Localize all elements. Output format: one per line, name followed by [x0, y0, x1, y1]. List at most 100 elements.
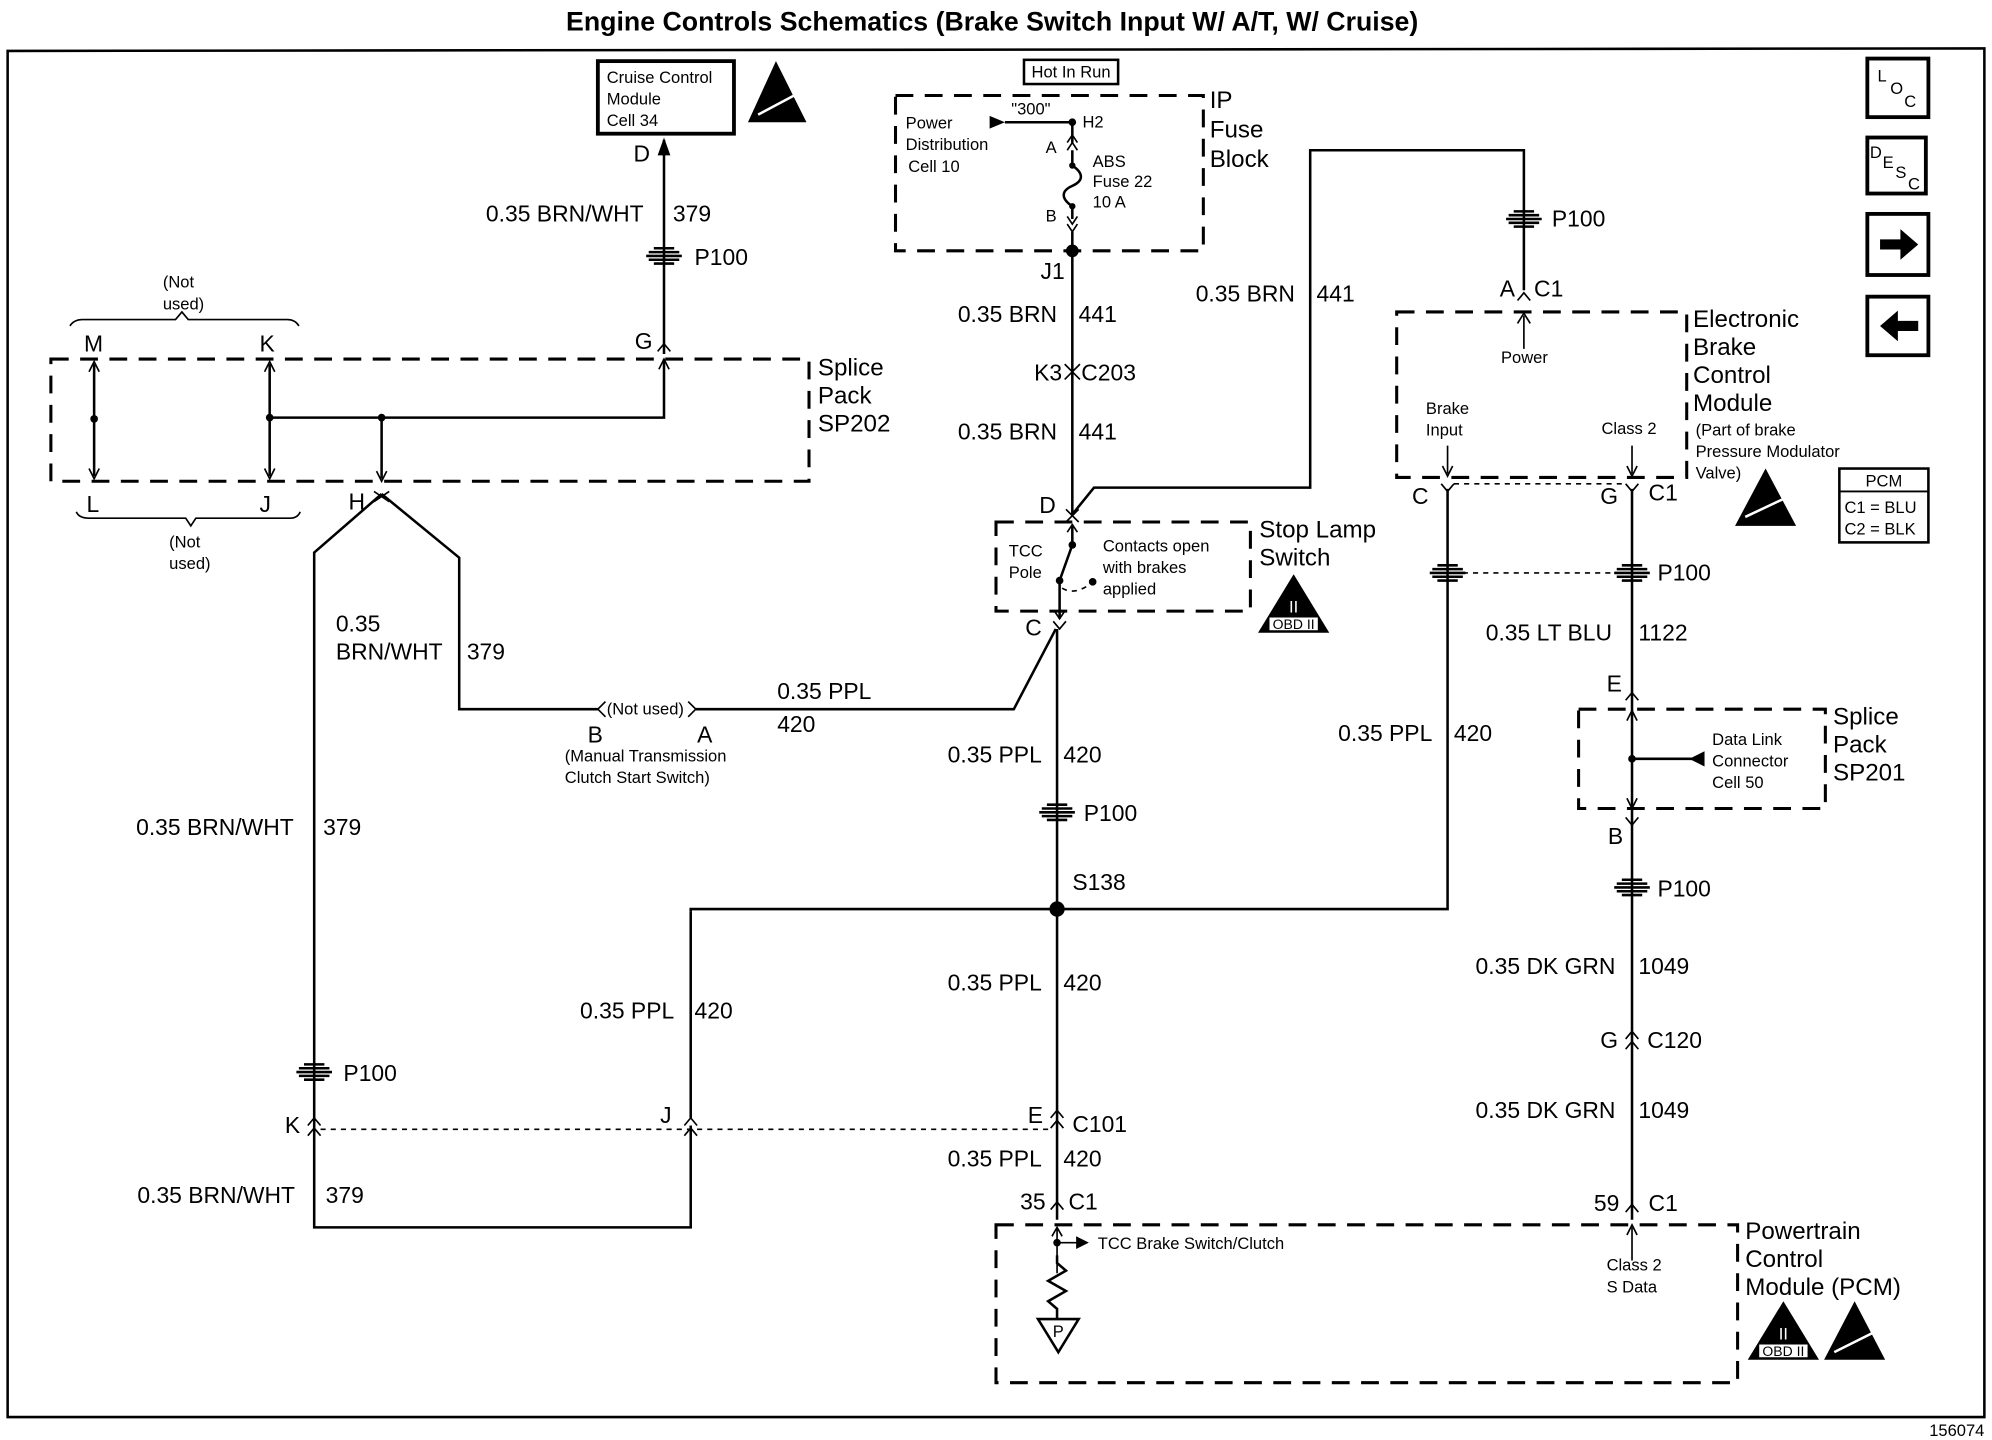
connector-terminal-icon [307, 1116, 322, 1137]
terminal-icon [1052, 620, 1067, 631]
p100-passthrough-icon [1039, 803, 1075, 822]
note-label: Contacts open [1103, 536, 1210, 555]
connector-label: C1 [1649, 479, 1678, 505]
p100-passthrough-icon [1614, 878, 1650, 897]
note-label: (Not [163, 273, 195, 292]
circuit-number: 420 [1063, 1145, 1101, 1171]
wire-420-branches [689, 488, 1449, 912]
p100-grommet-shape [1429, 564, 1466, 582]
input-arrow-icon [1441, 445, 1454, 479]
terminal-icon [1066, 133, 1079, 151]
connector-label: P100 [695, 244, 748, 270]
component-label: Cell 10 [908, 157, 959, 176]
wire-color-label: 0.35 BRN/WHT [486, 201, 644, 227]
component-label: Stop Lamp [1259, 516, 1376, 543]
next-arrow-button[interactable] [1865, 211, 1931, 277]
component-note: Valve) [1696, 464, 1742, 483]
circuit-number: 379 [467, 639, 505, 665]
pin-label: H [349, 488, 366, 514]
p100-grommet-shape [646, 247, 682, 265]
svg-text:L: L [1878, 66, 1887, 85]
connector-terminal-icon [1064, 363, 1081, 381]
pin-function-label: TCC Brake Switch/Clutch [1098, 1234, 1284, 1253]
p100-grommet-shape [1614, 564, 1650, 582]
connector-terminal-icon [1625, 1030, 1640, 1050]
pin-label: J [660, 1102, 671, 1128]
pin-label: A [1046, 138, 1057, 157]
circuit-number: 420 [695, 998, 733, 1024]
component-label: IP [1210, 87, 1233, 114]
wire-size-label: 0.35 [336, 611, 381, 637]
connector-label: C101 [1072, 1111, 1127, 1137]
obd-ii-icon: OBD II II [1258, 574, 1330, 633]
prev-arrow-button[interactable] [1865, 294, 1931, 358]
svg-text:PCM: PCM [1866, 471, 1903, 490]
note-label: used) [169, 554, 210, 573]
esd-warning-icon [747, 61, 807, 123]
splice-label: SP201 [1833, 759, 1905, 786]
wire-color-label: 0.35 LT BLU [1486, 619, 1612, 645]
component-label: Switch [1259, 544, 1330, 571]
terminal-icon [1065, 508, 1080, 523]
component-label: Module (PCM) [1745, 1274, 1901, 1301]
splice-pack-sp201-box [1577, 707, 1827, 811]
svg-text:E: E [1883, 153, 1894, 172]
connector-label: P100 [343, 1060, 396, 1086]
resistor-icon [1045, 1255, 1069, 1320]
ip-fuse-block-box [893, 93, 1205, 253]
wire-color-label: 0.35 BRN [1196, 281, 1295, 307]
connector-terminal-icon [1050, 1108, 1065, 1129]
wire-color-label: 0.35 PPL [948, 742, 1042, 768]
circuit-number: 441 [1317, 281, 1355, 307]
svg-text:C: C [1904, 92, 1916, 111]
pin-label: K [259, 330, 275, 356]
hot-in-run-box [1022, 58, 1120, 86]
switch-contacts-icon [1053, 523, 1097, 621]
splice-label: Splice [1833, 703, 1899, 730]
esd-warning-icon [1824, 1301, 1886, 1360]
wire-color-label: 0.35 PPL [580, 998, 674, 1024]
arrow-icon [989, 115, 1005, 129]
terminal-icon [373, 490, 390, 503]
brace-icon [75, 511, 301, 528]
wire-color-label: 0.35 PPL [948, 970, 1042, 996]
svg-text:O: O [1890, 79, 1903, 98]
pin-label: K [285, 1112, 301, 1138]
circuit-number: 1049 [1638, 953, 1689, 979]
component-label: Control [1693, 362, 1771, 389]
terminal-icon [1625, 691, 1640, 701]
component-note: Pressure Modulator [1696, 442, 1841, 461]
note-label: (Not [169, 532, 201, 551]
terminal-icon [1516, 291, 1531, 302]
svg-text:II: II [1779, 1324, 1788, 1343]
desc-button[interactable]: D E S C [1865, 135, 1928, 196]
terminal-icon [596, 700, 607, 718]
pcm-connector-legend: PCM C1 = BLU C2 = BLK [1838, 467, 1930, 544]
component-note: (Part of brake [1696, 420, 1796, 439]
terminal-icon [687, 700, 697, 718]
brace-icon [69, 310, 300, 327]
arrow-icon [1689, 751, 1705, 767]
arrow-icon [657, 137, 671, 156]
pin-label: L [86, 491, 99, 517]
wire-color-label: 0.35 BRN/WHT [137, 1182, 295, 1208]
wire-color-label: 0.35 DK GRN [1476, 1097, 1616, 1123]
stop-lamp-switch-box [994, 520, 1252, 613]
connector-label: C120 [1647, 1027, 1702, 1053]
pin-function-label: Input [1426, 420, 1463, 439]
p100-grommet-shape [1506, 210, 1542, 228]
pin-label: C [1025, 614, 1042, 640]
pin-label: J1 [1041, 258, 1065, 284]
component-label: Control [1745, 1246, 1823, 1273]
loc-button[interactable]: L O C [1865, 56, 1931, 120]
terminal-icon [1625, 1203, 1640, 1213]
component-label: Powertrain [1745, 1218, 1860, 1245]
note-label: (Not used) [607, 699, 684, 718]
note-label: used) [163, 294, 204, 313]
obd-ii-icon: OBD II II [1747, 1301, 1820, 1360]
circuit-number: 379 [326, 1182, 364, 1208]
circuit-number: 420 [777, 711, 815, 737]
sp202-internal-wiring [88, 357, 670, 484]
svg-text:Module: Module [607, 89, 661, 108]
